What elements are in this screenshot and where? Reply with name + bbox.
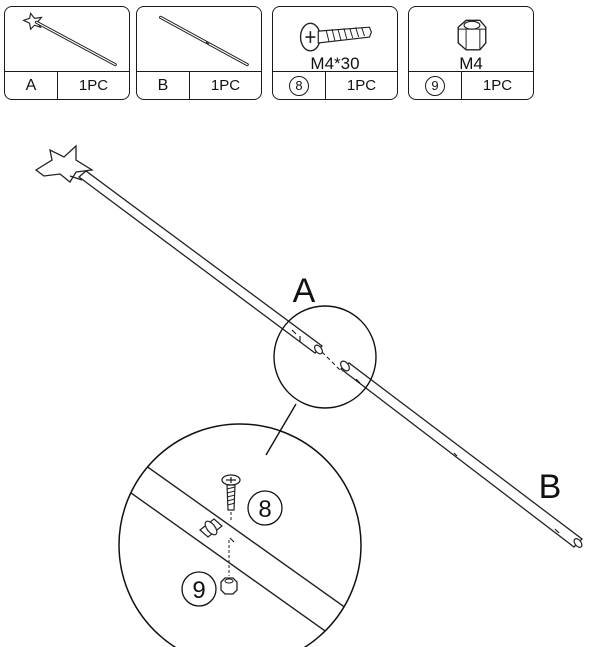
part-caption: M4 [459, 54, 483, 73]
star-rod-icon [22, 12, 117, 67]
part-qty: 1PC [346, 77, 377, 94]
screw-icon [299, 22, 373, 52]
part-code: 9 [409, 72, 462, 99]
hex-nut-icon [220, 540, 238, 595]
part-caption: M4*30 [310, 54, 360, 73]
part-code: 8 [273, 72, 326, 99]
part-card-a: A 1PC [4, 6, 130, 100]
part-card-nut: M4 9 1PC [408, 6, 534, 100]
screw-icon [221, 474, 241, 522]
part-qty: 1PC [482, 77, 513, 94]
rod-b [339, 360, 583, 548]
label-a: A [293, 272, 316, 310]
hex-nut-icon [457, 19, 487, 51]
part-footer: A 1PC [5, 71, 129, 99]
rod-a [77, 170, 323, 355]
zoom-detail: 8 9 [118, 423, 362, 647]
callout-nut: 9 [192, 577, 205, 604]
star-topper-icon [34, 144, 94, 183]
part-card-b: B 1PC [136, 6, 262, 100]
part-footer: B 1PC [137, 71, 261, 99]
parts-list: A 1PC B 1PC M4*30 8 1PC [0, 0, 608, 110]
part-qty: 1PC [210, 77, 241, 94]
part-footer: 9 1PC [409, 71, 533, 99]
part-qty: 1PC [78, 77, 109, 94]
label-b: B [539, 468, 562, 506]
circled-number: 9 [425, 75, 445, 96]
part-code: B [137, 72, 190, 99]
part-code: A [5, 72, 58, 99]
callout-screw: 8 [258, 496, 271, 523]
rod-icon [159, 15, 249, 67]
circled-number: 8 [289, 75, 309, 96]
part-card-screw: M4*30 8 1PC [272, 6, 398, 100]
detail-circle-small [273, 305, 377, 409]
part-footer: 8 1PC [273, 71, 397, 99]
